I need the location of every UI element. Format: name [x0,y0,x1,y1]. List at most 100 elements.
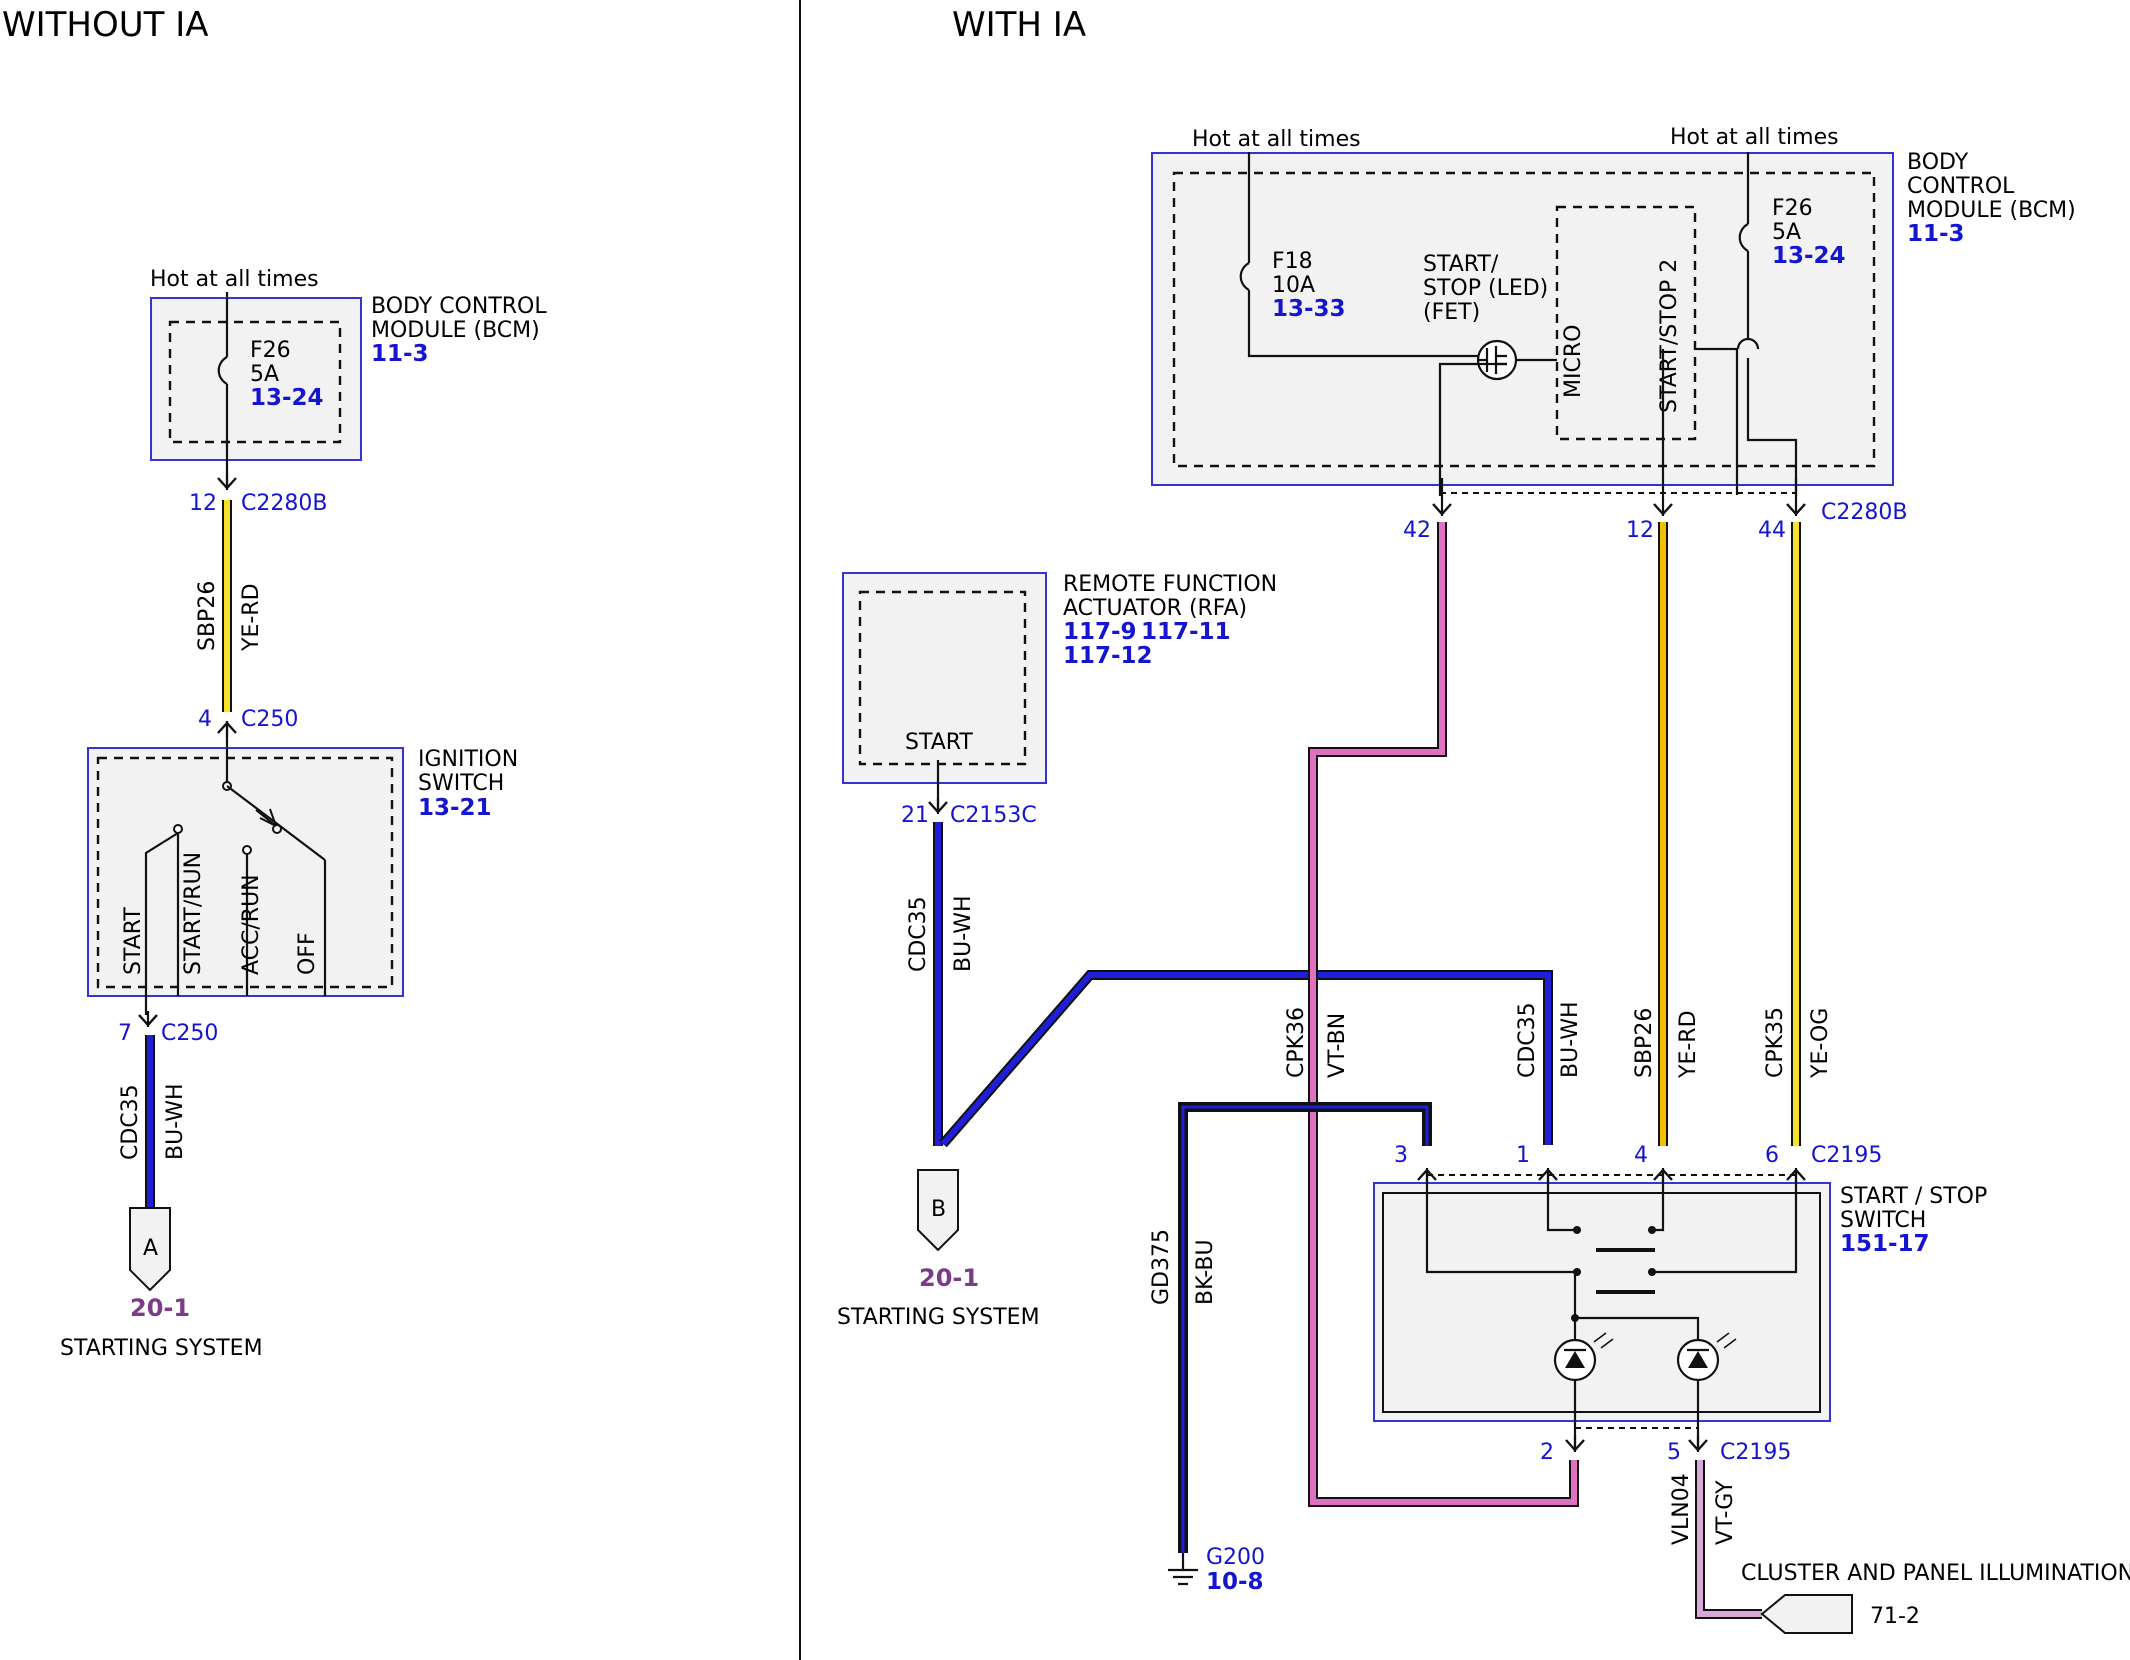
section-title-without-ia: WITHOUT IA [2,5,209,45]
bcm-right-title-line1: BODY [1907,150,1969,175]
connector-a-shape [129,1207,171,1292]
connector-a-letter: A [143,1236,158,1261]
contact-off [272,824,282,834]
wire-vln04 [1697,1460,1762,1617]
contact-1b [1648,1226,1656,1234]
wire-cdc35-color-right: BU-WH [1558,1001,1583,1078]
bcm-right-ref: 11-3 [1907,221,1965,247]
led-1-rays [1593,1332,1614,1349]
ignition-ref: 13-21 [418,795,492,821]
cluster-ref[interactable]: 71-2 [1870,1604,1920,1629]
pos-start-label: START [121,907,146,975]
pos-startrun-label: START/RUN [181,852,206,975]
arrow-c2153c [927,796,949,816]
fuse-rating: 5A [250,362,279,387]
led-2-arrow [1688,1351,1708,1368]
bcm-module-right [1151,152,1894,486]
hot-at-all-times-label-2: Hot at all times [1670,125,1839,150]
led-1-arrow [1565,1351,1585,1368]
contact-start-run [173,824,183,834]
contact-acc-run [242,845,252,855]
switch-pin1-wire [1546,1172,1575,1232]
fet-label-line2: STOP (LED) [1423,276,1548,301]
wire-gd375-circuit: GD375 [1149,1229,1174,1305]
fuse-ref: 13-24 [250,385,324,411]
cluster-label: CLUSTER AND PANEL ILLUMINATION [1741,1561,2130,1586]
cluster-connector-shape [1760,1594,1853,1634]
pin-44-label: 44 [1758,518,1786,543]
wire-cdc35-circuit-right: CDC35 [1515,1002,1540,1078]
start-stop-switch-module [1373,1182,1831,1422]
wire-cpk35-circuit: CPK35 [1763,1007,1788,1078]
pin-42-label: 42 [1403,518,1431,543]
bcm-module [150,297,362,461]
bcm-right-title-line3: MODULE (BCM) [1907,198,2076,223]
contact-2b [1648,1268,1656,1276]
wire-cpk36-circuit: CPK36 [1284,1007,1309,1078]
bcm-ref: 11-3 [371,341,429,367]
fuse-name: F26 [250,338,291,363]
arrow-c2280b-12 [1652,498,1674,518]
arrow-c2195-2 [1564,1434,1586,1454]
micro-label: MICRO [1561,325,1586,398]
wire-cpk35-color: YE-OG [1808,1008,1833,1079]
pin-4-right-label: 4 [1634,1143,1648,1168]
fuse-f18-name: F18 [1272,249,1313,274]
rfa-ref-1: 117-9 [1063,619,1137,645]
wire-sbp26-right-color: YE-RD [1676,1010,1701,1079]
wire-cpk36 [1310,522,1577,1505]
pin-21-label: 21 [901,803,929,828]
wire-cdc35-switch-outline [939,970,1553,1148]
ground-symbol [1168,1553,1198,1586]
rfa-ref-3: 117-12 [1063,643,1153,669]
pin-4-label: 4 [198,707,212,732]
pos-off-label: OFF [295,932,320,975]
pin-5-label: 5 [1667,1440,1681,1465]
rfa-title-line1: REMOTE FUNCTION [1063,572,1277,597]
fet-gate-drain [1478,346,1557,374]
wire-gd375-stripe [1181,1105,1429,1553]
fuse-f26-right-name: F26 [1772,196,1813,221]
fuse-f26-right-symbol [1738,223,1749,252]
pin-3-label: 3 [1394,1143,1408,1168]
connector-a-ref[interactable]: 20-1 [130,1294,190,1322]
pin-7-label: 7 [118,1021,132,1046]
hot-at-all-times-label-1: Hot at all times [1192,127,1361,152]
wire-sbp26-right-circuit: SBP26 [1632,1008,1657,1078]
bcm-title-line2: MODULE (BCM) [371,318,540,343]
c2195-bottom-label: C2195 [1720,1440,1791,1465]
rfa-title-line2: ACTUATOR (RFA) [1063,596,1247,621]
arrow-c2280b-44 [1785,498,1807,518]
wire-vln04-circuit: VLN04 [1669,1473,1694,1545]
ground-name: G200 [1206,1545,1265,1570]
ignition-title-line1: IGNITION [418,747,518,772]
rfa-ref-2: 117-11 [1141,619,1231,645]
connector-b-ref[interactable]: 20-1 [919,1264,979,1292]
pin-12-label: 12 [189,491,217,516]
switch-pin6-wire [1652,1172,1798,1274]
wire-cdc35-circuit: CDC35 [118,1084,143,1160]
ignition-title-line2: SWITCH [418,771,504,796]
starting-system-label-b: STARTING SYSTEM [837,1305,1040,1330]
contact-1a [1573,1226,1581,1234]
fet-output-wire [1438,362,1507,496]
switch-pin3-wire [1425,1172,1575,1274]
rfa-start-label: START [905,730,973,755]
arrow-c2195-5 [1687,1434,1709,1454]
c2153c-label: C2153C [950,803,1037,828]
switch-ref: 151-17 [1840,1231,1930,1257]
arrow-c2280b-42 [1431,498,1453,518]
wire-cdc35-rfa-color: BU-WH [951,895,976,972]
start-stop-2-label: START/STOP 2 [1657,259,1682,413]
ground-ref: 10-8 [1206,1569,1264,1595]
pin-12-right-label: 12 [1626,518,1654,543]
pos-accrun-label: ACC/RUN [239,874,264,975]
ignition-switch-module [87,747,404,997]
fuse-f26-right-rating: 5A [1772,220,1801,245]
connector-c250-bottom-label: C250 [161,1021,218,1046]
rfa-internal-box [858,590,1027,766]
rfa-module [842,572,1047,784]
bcm-right-title-line2: CONTROL [1907,174,2015,199]
bcm-title-line1: BODY CONTROL [371,294,547,319]
connector-c250-top-label: C250 [241,707,298,732]
